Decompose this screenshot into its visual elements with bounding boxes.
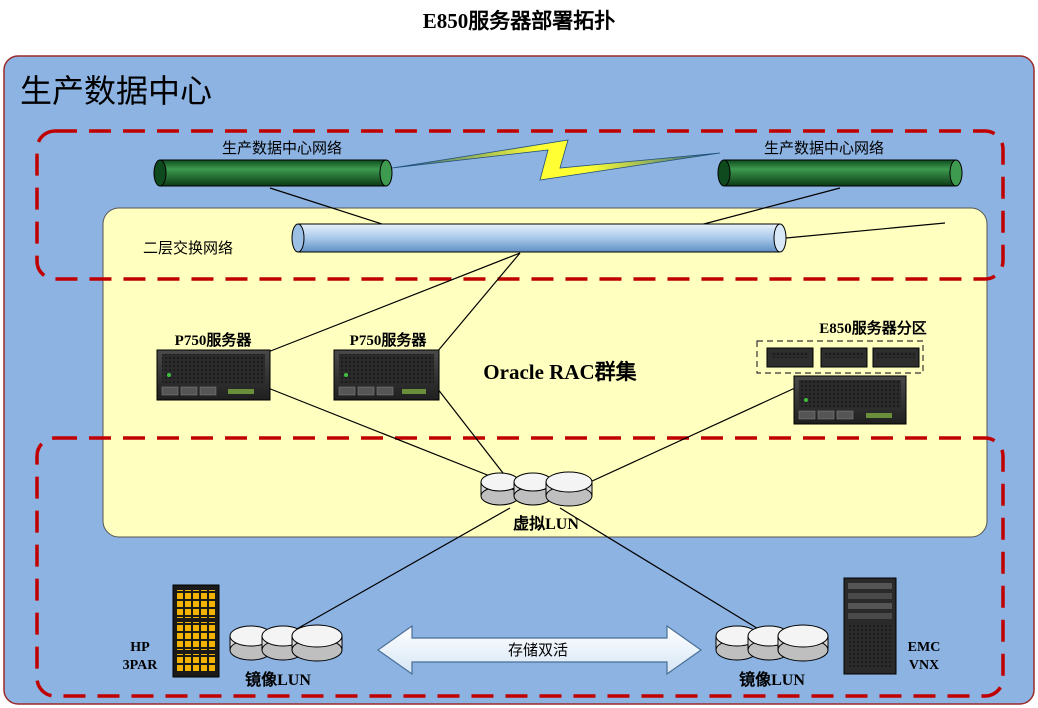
network-zone-border xyxy=(35,129,1005,281)
p750-a-label: P750服务器 xyxy=(175,331,253,349)
diagram-title: E850服务器部署拓扑 xyxy=(423,9,616,33)
p750-b-label: P750服务器 xyxy=(350,331,428,349)
active-active-arrow xyxy=(376,624,703,676)
left-mirror-lun-icon xyxy=(229,624,343,662)
hp-model: 3PAR xyxy=(123,658,159,673)
e850-partition-icons xyxy=(766,347,920,368)
e850-server-icon xyxy=(793,375,907,425)
connection-lines xyxy=(267,187,946,631)
emc-name: EMC xyxy=(908,640,941,655)
virtual-lun-icon xyxy=(480,471,593,507)
left-network-label: 生产数据中心网络 xyxy=(222,139,342,157)
right-wan-network xyxy=(717,159,963,187)
left-mirror-lun-label: 镜像LUN xyxy=(245,670,311,689)
right-mirror-lun-icon xyxy=(715,624,829,662)
p750-server-a-icon xyxy=(156,349,271,401)
emc-model: VNX xyxy=(909,658,939,673)
active-active-label: 存储双活 xyxy=(508,641,568,659)
p750-server-b-icon xyxy=(333,349,440,401)
storage-zone-border xyxy=(35,436,1005,698)
cluster-zone xyxy=(102,207,988,538)
datacenter-label: 生产数据中心 xyxy=(20,72,212,110)
switch-network-label: 二层交换网络 xyxy=(143,239,233,257)
right-mirror-lun-label: 镜像LUN xyxy=(739,670,805,689)
hp-3par-storage-icon xyxy=(172,584,220,678)
right-network-label: 生产数据中心网络 xyxy=(764,139,884,157)
cluster-label: Oracle RAC群集 xyxy=(483,360,637,384)
left-wan-network xyxy=(153,159,393,187)
emc-vnx-storage-icon xyxy=(843,577,897,675)
switch-network xyxy=(291,223,787,253)
e850-label: E850服务器分区 xyxy=(819,319,927,337)
virtual-lun-label: 虚拟LUN xyxy=(513,514,579,533)
wan-link-icon xyxy=(391,139,721,181)
hp-name: HP xyxy=(130,640,150,655)
e850-partition-box xyxy=(756,340,924,374)
